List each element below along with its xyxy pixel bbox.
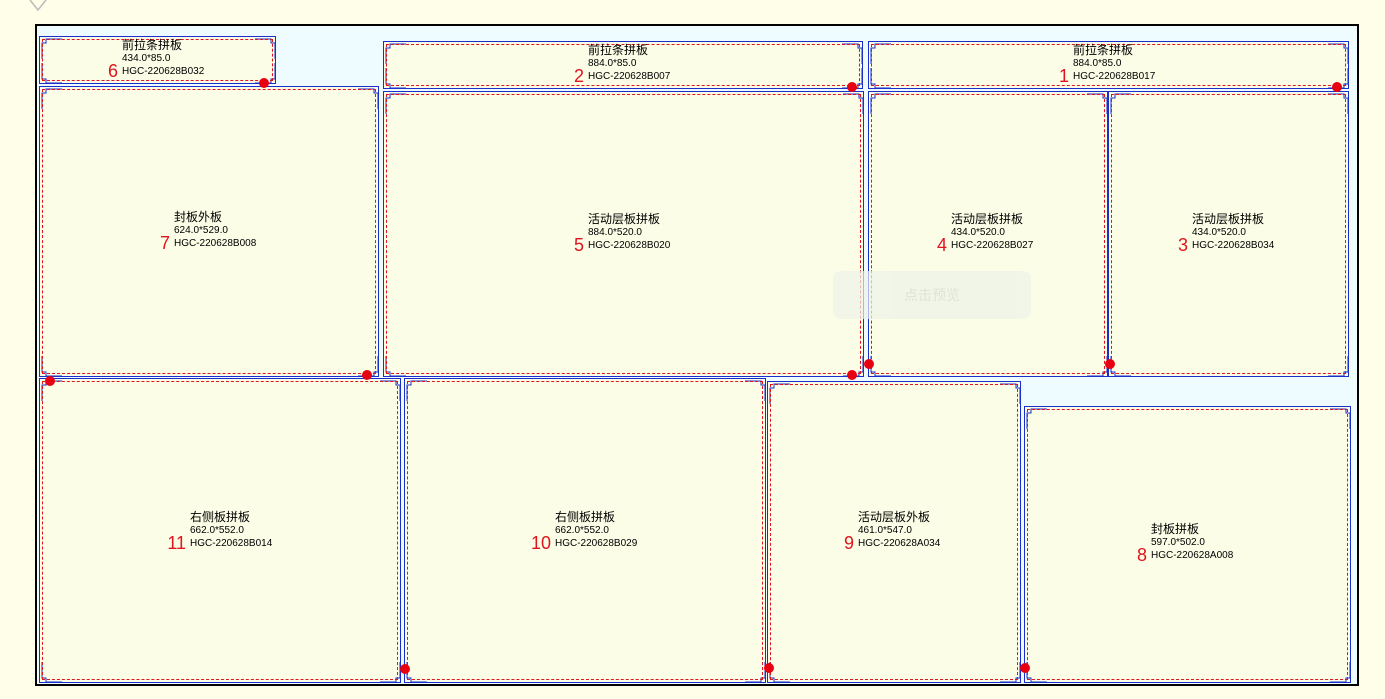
panel-label-11: 11 右侧板拼板 662.0*552.0 HGC-220628B014 [167,510,273,552]
panel-code: HGC-220628B034 [1192,240,1275,251]
panel-dimensions: 662.0*552.0 [190,525,244,536]
panel-piece-9[interactable] [767,381,1021,683]
panel-code: HGC-220628A034 [858,538,941,549]
start-marker [864,359,874,369]
start-marker [1105,359,1115,369]
panel-number: 6 [107,61,118,81]
panel-name: 右侧板拼板 [555,510,616,524]
panel-code: HGC-220628A008 [1151,550,1234,561]
start-marker [362,370,372,380]
panel-name: 封板拼板 [1151,522,1200,536]
panel-dimensions: 434.0*85.0 [122,53,171,64]
panel-piece-10[interactable] [404,378,766,683]
panel-number: 10 [530,533,551,553]
panel-label-8: 8 封板拼板 597.0*502.0 HGC-220628A008 [1137,522,1234,564]
panel-name: 前拉条拼板 [122,38,183,52]
start-marker [764,663,774,673]
panel-code: HGC-220628B014 [190,538,273,549]
panel-dimensions: 884.0*85.0 [1073,58,1122,69]
panel-piece-11[interactable] [39,378,401,683]
panel-piece-8[interactable] [1024,406,1351,683]
start-marker [847,370,857,380]
start-marker [259,78,269,88]
panel-label-3: 3 活动层板拼板 434.0*520.0 HGC-220628B034 [1178,212,1275,254]
panel-label-1: 1 前拉条拼板 884.0*85.0 HGC-220628B017 [1059,43,1156,85]
start-marker [400,664,410,674]
panel-dimensions: 884.0*520.0 [588,227,642,238]
panel-name: 活动层板拼板 [1192,212,1265,226]
start-marker [1020,663,1030,673]
panel-label-9: 9 活动层板外板 461.0*547.0 HGC-220628A034 [844,510,941,552]
panel-piece-6[interactable] [39,36,276,84]
panel-name: 活动层板拼板 [951,212,1024,226]
corner-bracket-icon [1026,408,1351,683]
panel-number: 1 [1058,66,1069,86]
panel-number: 5 [573,235,584,255]
panel-dimensions: 434.0*520.0 [951,227,1005,238]
panel-label-4: 4 活动层板拼板 434.0*520.0 HGC-220628B027 [937,212,1034,254]
panel-label-2: 2 前拉条拼板 884.0*85.0 HGC-220628B007 [574,43,671,85]
panel-number: 3 [1177,235,1188,255]
panel-code: HGC-220628B032 [122,66,205,77]
panel-name: 封板外板 [174,210,223,224]
panel-name: 前拉条拼板 [1073,43,1134,57]
corner-bracket-icon [1110,93,1349,377]
start-marker [1332,82,1342,92]
panel-number: 11 [167,533,186,553]
panel-code: HGC-220628B017 [1073,71,1156,82]
panel-code: HGC-220628B007 [588,71,671,82]
start-marker [45,376,55,386]
panel-dimensions: 624.0*529.0 [174,225,228,236]
panel-label-5: 5 活动层板拼板 884.0*520.0 HGC-220628B020 [574,212,671,254]
panel-code: HGC-220628B008 [174,238,257,249]
panel-number: 7 [159,233,170,253]
app-logo-icon [29,0,47,12]
panel-code: HGC-220628B020 [588,240,671,251]
panel-piece-5[interactable] [383,91,864,377]
panel-name: 前拉条拼板 [588,43,649,57]
panel-piece-1[interactable] [868,41,1349,89]
preview-overlay-button[interactable]: 点击预览 [833,271,1031,319]
panel-label-6: 6 前拉条拼板 434.0*85.0 HGC-220628B032 [108,38,205,80]
panel-label-10: 10 右侧板拼板 662.0*552.0 HGC-220628B029 [531,510,638,552]
panel-code: HGC-220628B029 [555,538,638,549]
panel-piece-7[interactable] [39,86,379,377]
panel-name: 活动层板外板 [858,510,931,524]
panel-name: 活动层板拼板 [588,212,661,226]
corner-bracket-icon [769,383,1021,683]
panel-dimensions: 884.0*85.0 [588,58,637,69]
panel-dimensions: 597.0*502.0 [1151,537,1205,548]
panel-number: 9 [843,533,854,553]
panel-number: 4 [936,235,947,255]
panel-dimensions: 662.0*552.0 [555,525,609,536]
panel-piece-4[interactable] [868,91,1108,377]
panel-dimensions: 434.0*520.0 [1192,227,1246,238]
panel-code: HGC-220628B027 [951,240,1034,251]
panel-name: 右侧板拼板 [190,510,251,524]
panel-piece-3[interactable] [1108,91,1349,377]
panel-dimensions: 461.0*547.0 [858,525,912,536]
panel-number: 2 [573,66,584,86]
panel-label-7: 7 封板外板 624.0*529.0 HGC-220628B008 [160,210,257,252]
start-marker [847,82,857,92]
panel-number: 8 [1136,545,1147,565]
